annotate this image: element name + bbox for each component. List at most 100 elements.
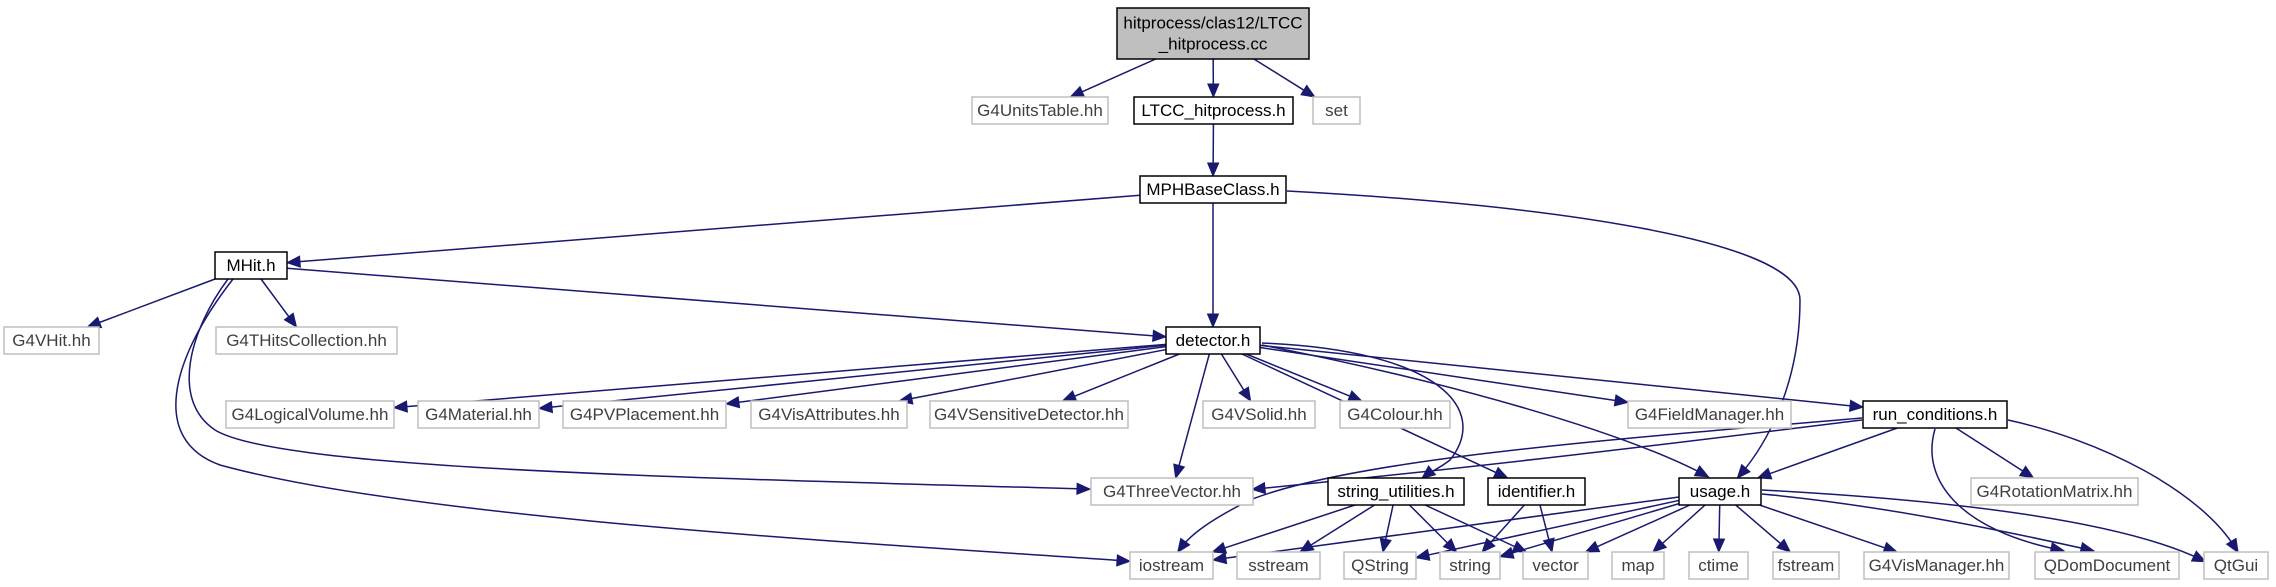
node-g4vismanager: G4VisManager.hh (1863, 551, 2010, 580)
node-label: G4FieldManager.hh (1635, 405, 1784, 424)
node-vector: vector (1522, 551, 1589, 580)
node-label: _hitprocess.cc (1158, 35, 1268, 54)
node-box (1312, 96, 1361, 125)
node-ctime: ctime (1688, 551, 1749, 580)
node-label: G4Colour.hh (1347, 405, 1442, 424)
edge-runcond-to-qtgui (2007, 419, 2239, 554)
node-label: G4UnitsTable.hh (977, 101, 1103, 120)
edge-usage-to-iostream (1211, 496, 1680, 565)
edge-strutil-to-sstream (1298, 504, 1375, 553)
edge-layer (86, 58, 2239, 567)
node-label: G4RotationMatrix.hh (1977, 482, 2133, 501)
edge-detector-to-g4vsolid (1220, 353, 1252, 403)
edge-identifier-to-string (1481, 504, 1525, 553)
edge-detector-to-g4logical (392, 343, 1167, 413)
node-box (1236, 551, 1321, 580)
node-label: G4VisManager.hh (1869, 556, 2005, 575)
node-g4vsolid: G4VSolid.hh (1202, 400, 1316, 429)
edge-mhit-to-g4vhit (86, 278, 216, 329)
node-g4visattr: G4VisAttributes.hh (750, 400, 908, 429)
node-label: G4VSolid.hh (1211, 405, 1306, 424)
node-map: map (1611, 551, 1665, 580)
node-box (1343, 551, 1417, 580)
node-label: G4VSensitiveDetector.hh (934, 405, 1124, 424)
node-label: QtGui (2214, 556, 2258, 575)
edge-detector-to-g4colour (1245, 353, 1363, 402)
node-ltcc[interactable]: LTCC_hitprocess.h (1133, 96, 1294, 125)
node-g4rotmatrix: G4RotationMatrix.hh (1970, 477, 2139, 506)
node-label: string (1449, 556, 1491, 575)
node-label: iostream (1139, 556, 1204, 575)
node-box (2034, 551, 2180, 580)
edge-mphbase-to-usage (1286, 190, 1801, 480)
node-root[interactable]: hitprocess/clas12/LTCC_hitprocess.cc (1116, 7, 1310, 60)
node-g4pvplacement: G4PVPlacement.hh (562, 400, 727, 429)
node-g4thits: G4THitsCollection.hh (215, 326, 398, 355)
node-g4threevector: G4ThreeVector.hh (1090, 477, 1254, 506)
node-box (215, 326, 398, 355)
node-g4vhit: G4VHit.hh (3, 326, 100, 355)
node-box (1678, 477, 1762, 506)
node-box (1627, 400, 1792, 429)
node-box (929, 400, 1129, 429)
node-box (1688, 551, 1749, 580)
node-box (1487, 477, 1586, 506)
node-qtgui: QtGui (2203, 551, 2269, 580)
edge-strutil-to-string (1408, 504, 1458, 553)
node-qstring: QString (1343, 551, 1417, 580)
node-usage[interactable]: usage.h (1678, 477, 1762, 506)
node-box (750, 400, 908, 429)
node-box (562, 400, 727, 429)
node-detector[interactable]: detector.h (1165, 326, 1261, 355)
node-box (1116, 7, 1310, 60)
node-box (1139, 175, 1287, 204)
edge-runcond-to-iostream (1176, 417, 1863, 554)
node-label: G4ThreeVector.hh (1103, 482, 1241, 501)
edge-usage-to-map (1652, 504, 1706, 553)
edge-detector-to-usage (1261, 344, 1710, 478)
node-layer: hitprocess/clas12/LTCC_hitprocess.ccG4Un… (3, 7, 2269, 580)
edge-detector-to-g4threevector (1173, 353, 1211, 480)
edge-usage-to-qstring (1414, 499, 1680, 561)
node-label: ctime (1698, 556, 1739, 575)
node-g4material: G4Material.hh (417, 400, 540, 429)
node-identifier[interactable]: identifier.h (1487, 477, 1586, 506)
node-box (1611, 551, 1665, 580)
edge-mphbase-to-mhit (285, 194, 1141, 268)
node-label: fstream (1778, 556, 1835, 575)
node-label: identifier.h (1498, 482, 1576, 501)
node-box (225, 400, 395, 429)
node-mphbase[interactable]: MPHBaseClass.h (1139, 175, 1287, 204)
node-iostream: iostream (1129, 551, 1214, 580)
node-sstream: sstream (1236, 551, 1321, 580)
node-g4unitstable: G4UnitsTable.hh (971, 96, 1109, 125)
node-g4logical: G4LogicalVolume.hh (225, 400, 395, 429)
node-fstream: fstream (1772, 551, 1840, 580)
edge-mhit-to-iostream (175, 278, 1132, 567)
node-mhit[interactable]: MHit.h (214, 251, 288, 280)
node-label: LTCC_hitprocess.h (1141, 101, 1285, 120)
node-qdomdocument: QDomDocument (2034, 551, 2180, 580)
node-box (1439, 551, 1501, 580)
edge-ltcc-to-mphbase (1206, 123, 1220, 178)
node-strutil[interactable]: string_utilities.h (1327, 477, 1465, 506)
node-label: detector.h (1176, 331, 1251, 350)
node-label: MHit.h (226, 256, 275, 275)
edge-mhit-to-g4threevector (188, 278, 1092, 495)
edge-strutil-to-qstring (1379, 504, 1394, 554)
edge-usage-to-vector (1584, 504, 1691, 553)
node-label: MPHBaseClass.h (1146, 180, 1279, 199)
node-box (971, 96, 1109, 125)
node-box (1862, 400, 2008, 429)
node-box (1522, 551, 1589, 580)
edge-usage-to-string (1498, 502, 1680, 559)
edge-usage-to-fstream (1735, 504, 1792, 553)
edge-mhit-to-detector (286, 267, 1168, 343)
edge-root-to-set (1253, 58, 1316, 98)
node-label: G4LogicalVolume.hh (232, 405, 389, 424)
node-runcond[interactable]: run_conditions.h (1862, 400, 2008, 429)
edge-usage-to-g4vismanager (1759, 504, 1899, 554)
edge-usage-to-ctime (1712, 504, 1726, 554)
node-box (3, 326, 100, 355)
